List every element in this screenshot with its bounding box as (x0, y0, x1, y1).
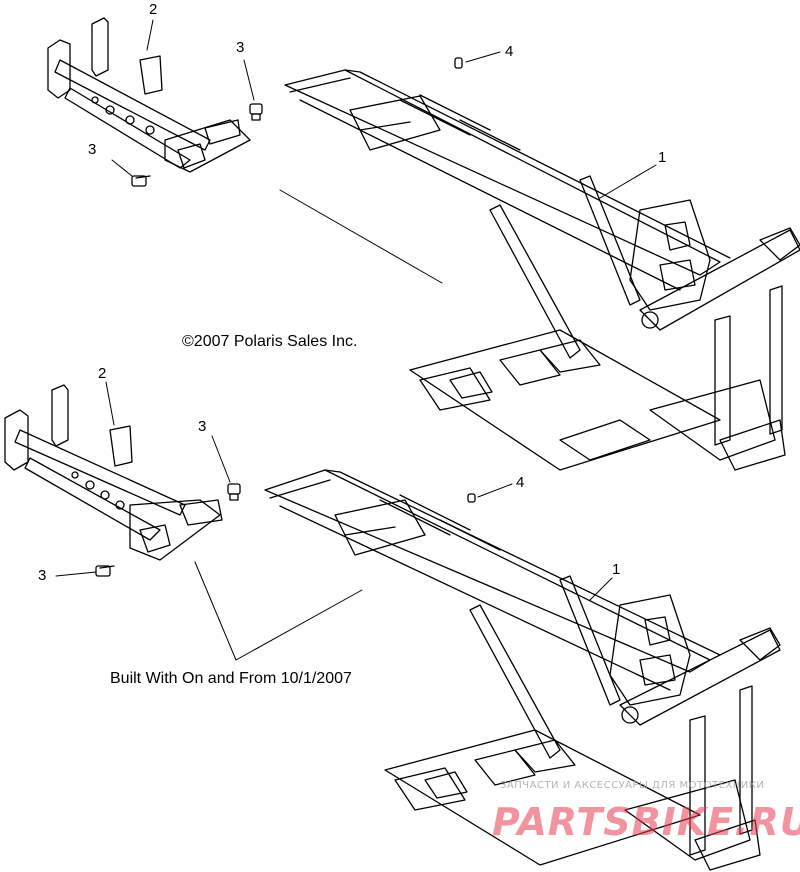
top-rear-rack-subframe (47, 17, 251, 173)
bottom-main-frame (264, 469, 781, 871)
bottom-leaders (55, 381, 613, 661)
callout-bottom-4: 4 (516, 474, 525, 491)
callout-top-1: 1 (658, 149, 667, 166)
callout-top-3-lower: 3 (88, 141, 97, 158)
watermark-tagline: ЗАПЧАСТИ И АКСЕССУАРЫ ДЛЯ МОТОТЕХНИКИ (500, 780, 765, 791)
callout-bottom-3-upper: 3 (198, 418, 207, 435)
callout-bottom-3-lower: 3 (38, 567, 47, 584)
top-rivet (454, 57, 463, 69)
copyright-text: ©2007 Polaris Sales Inc. (182, 333, 358, 350)
callout-bottom-2: 2 (98, 365, 107, 382)
callout-top-4: 4 (505, 43, 514, 60)
bottom-rivet (467, 493, 476, 503)
top-bolt-upper (249, 103, 263, 121)
top-main-frame (284, 69, 800, 471)
top-leaders (111, 19, 657, 284)
bottom-bolt-upper (227, 483, 241, 501)
bottom-rear-rack-subframe (4, 384, 223, 561)
built-note-text: Built With On and From 10/1/2007 (110, 670, 352, 687)
watermark-logo: PARTSBIKE.RU (492, 800, 800, 844)
callout-top-3-upper: 3 (236, 39, 245, 56)
bottom-bolt-lower (95, 565, 115, 577)
callout-top-2: 2 (149, 1, 158, 18)
callout-bottom-1: 1 (612, 561, 621, 578)
top-bolt-lower (131, 175, 151, 187)
